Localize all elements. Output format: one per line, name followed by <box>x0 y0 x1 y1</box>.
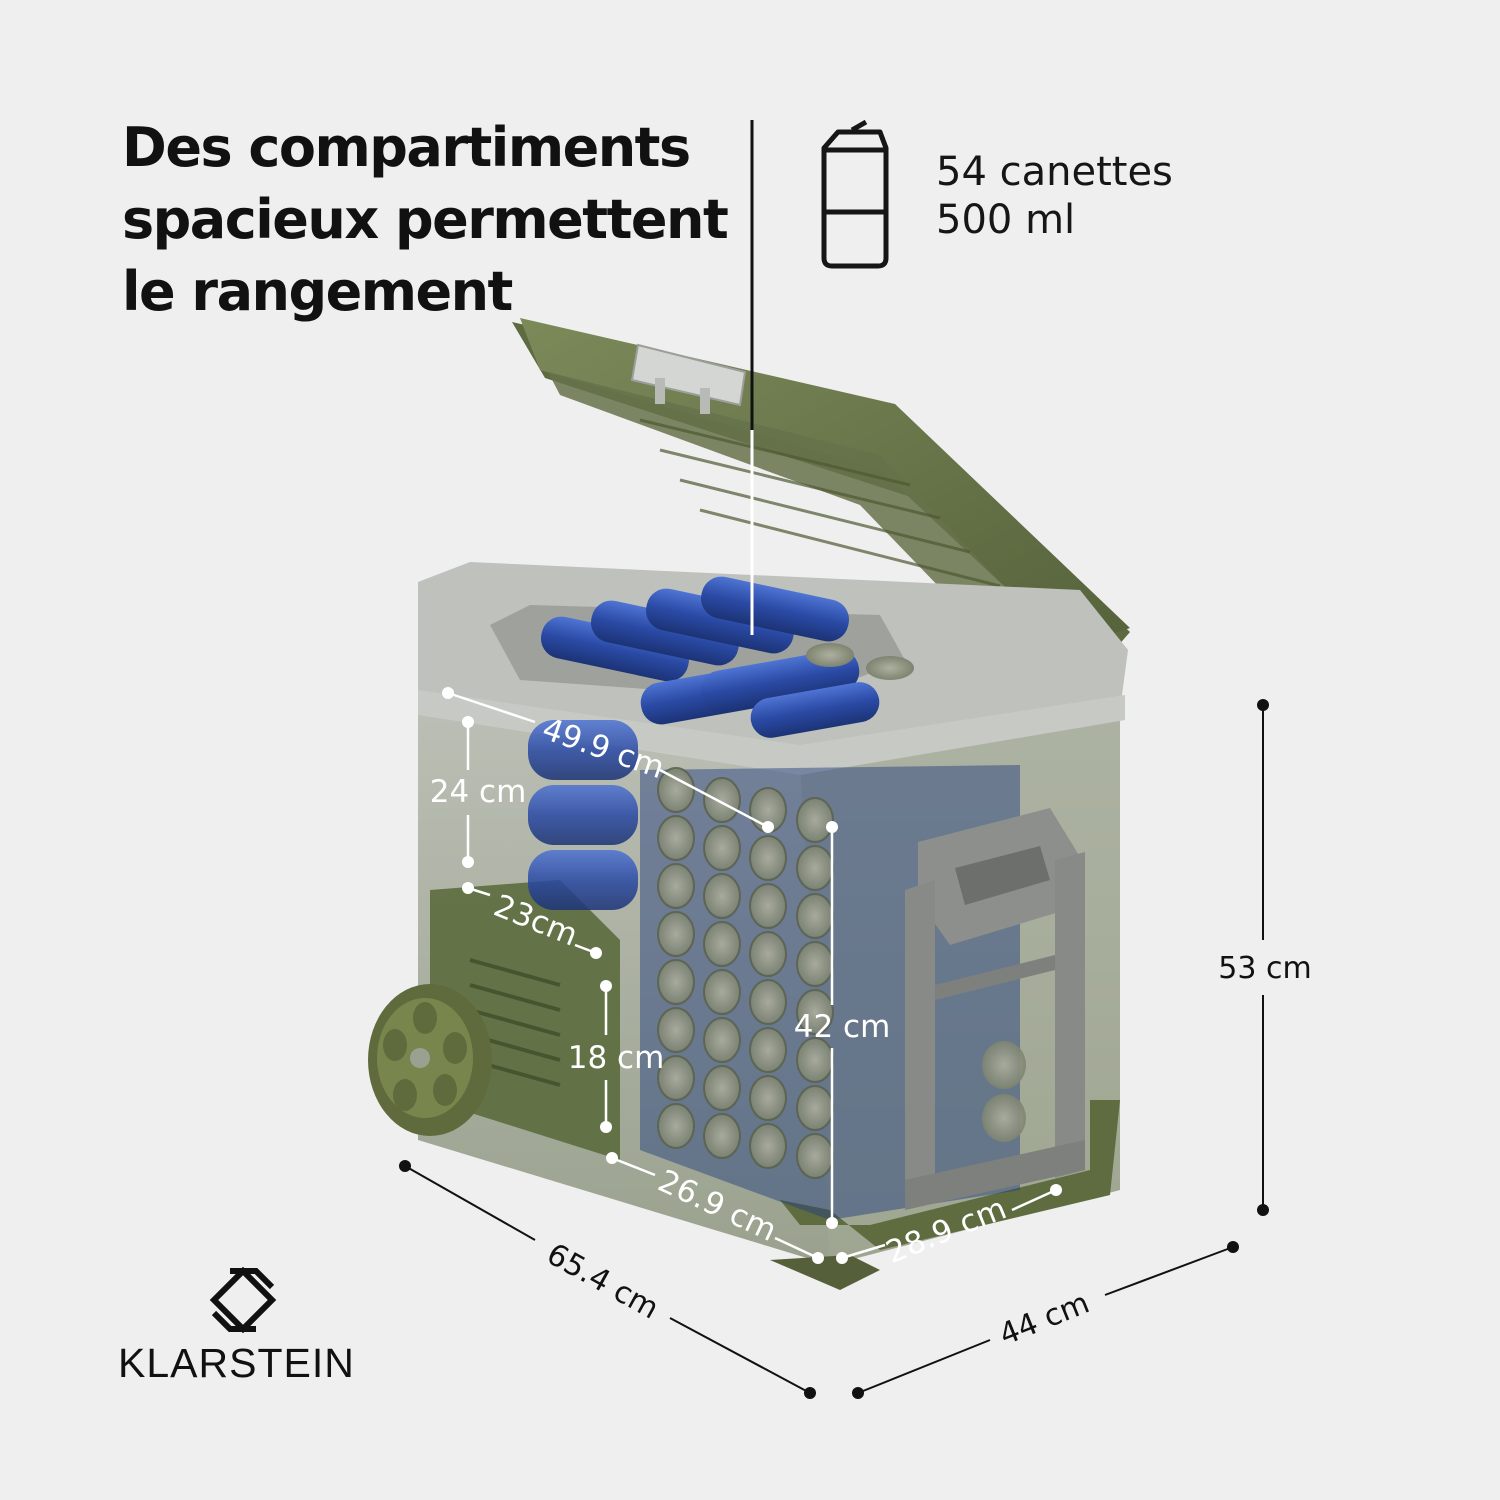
can-end <box>703 1065 741 1111</box>
capacity-count: 54 canettes <box>936 149 1173 195</box>
can-end <box>703 825 741 871</box>
can-ends <box>657 767 834 1179</box>
can-end <box>796 989 834 1035</box>
can-end <box>749 1027 787 1073</box>
can-end <box>657 815 695 861</box>
can-end <box>796 941 834 987</box>
inner-dimensions <box>442 687 1062 1264</box>
can-end <box>657 911 695 957</box>
can-end <box>796 1133 834 1179</box>
capacity-volume: 500 ml <box>936 197 1076 243</box>
can-end <box>657 1007 695 1053</box>
can-end <box>703 921 741 967</box>
headline: Des compartiments spacieux permettent le… <box>122 112 762 328</box>
brand-name: KLARSTEIN <box>118 1340 355 1386</box>
cans-group <box>528 576 1026 1220</box>
can-end <box>749 931 787 977</box>
trolley-handle <box>905 808 1085 1210</box>
can-end <box>749 1123 787 1169</box>
headline-line-1: Des compartiments <box>122 116 691 179</box>
wheel <box>368 984 492 1136</box>
can-end <box>749 835 787 881</box>
can-end <box>657 959 695 1005</box>
can-end <box>796 845 834 891</box>
headline-line-2: spacieux permettent <box>122 188 729 251</box>
headline-line-3: le rangement <box>122 260 513 323</box>
dim-outer-height: 53 cm <box>1218 951 1311 986</box>
can-end <box>749 979 787 1025</box>
top-cans <box>540 576 914 738</box>
can-icon <box>821 119 889 269</box>
can-end <box>703 873 741 919</box>
capacity-text: 54 canettes 500 ml <box>936 148 1173 244</box>
dim-inner-height: 42 cm <box>794 1009 891 1045</box>
can-end <box>796 797 834 843</box>
dim-upper-height: 24 cm <box>430 774 527 810</box>
can-end <box>657 1055 695 1101</box>
klarstein-logo-icon <box>209 1266 277 1334</box>
can-end <box>657 1103 695 1149</box>
can-end <box>703 777 741 823</box>
dim-step-height: 18 cm <box>568 1040 665 1076</box>
can-end <box>703 1017 741 1063</box>
can-end <box>796 1085 834 1131</box>
can-end <box>657 767 695 813</box>
left-cans <box>528 720 638 910</box>
can-end <box>796 893 834 939</box>
can-end <box>703 969 741 1015</box>
can-end <box>749 1075 787 1121</box>
dim-outer-length: 65.4 cm <box>541 1237 665 1327</box>
outer-dimensions <box>399 699 1269 1399</box>
can-end <box>749 883 787 929</box>
dim-outer-depth: 44 cm <box>995 1285 1095 1352</box>
can-end <box>657 863 695 909</box>
can-end <box>703 1113 741 1159</box>
